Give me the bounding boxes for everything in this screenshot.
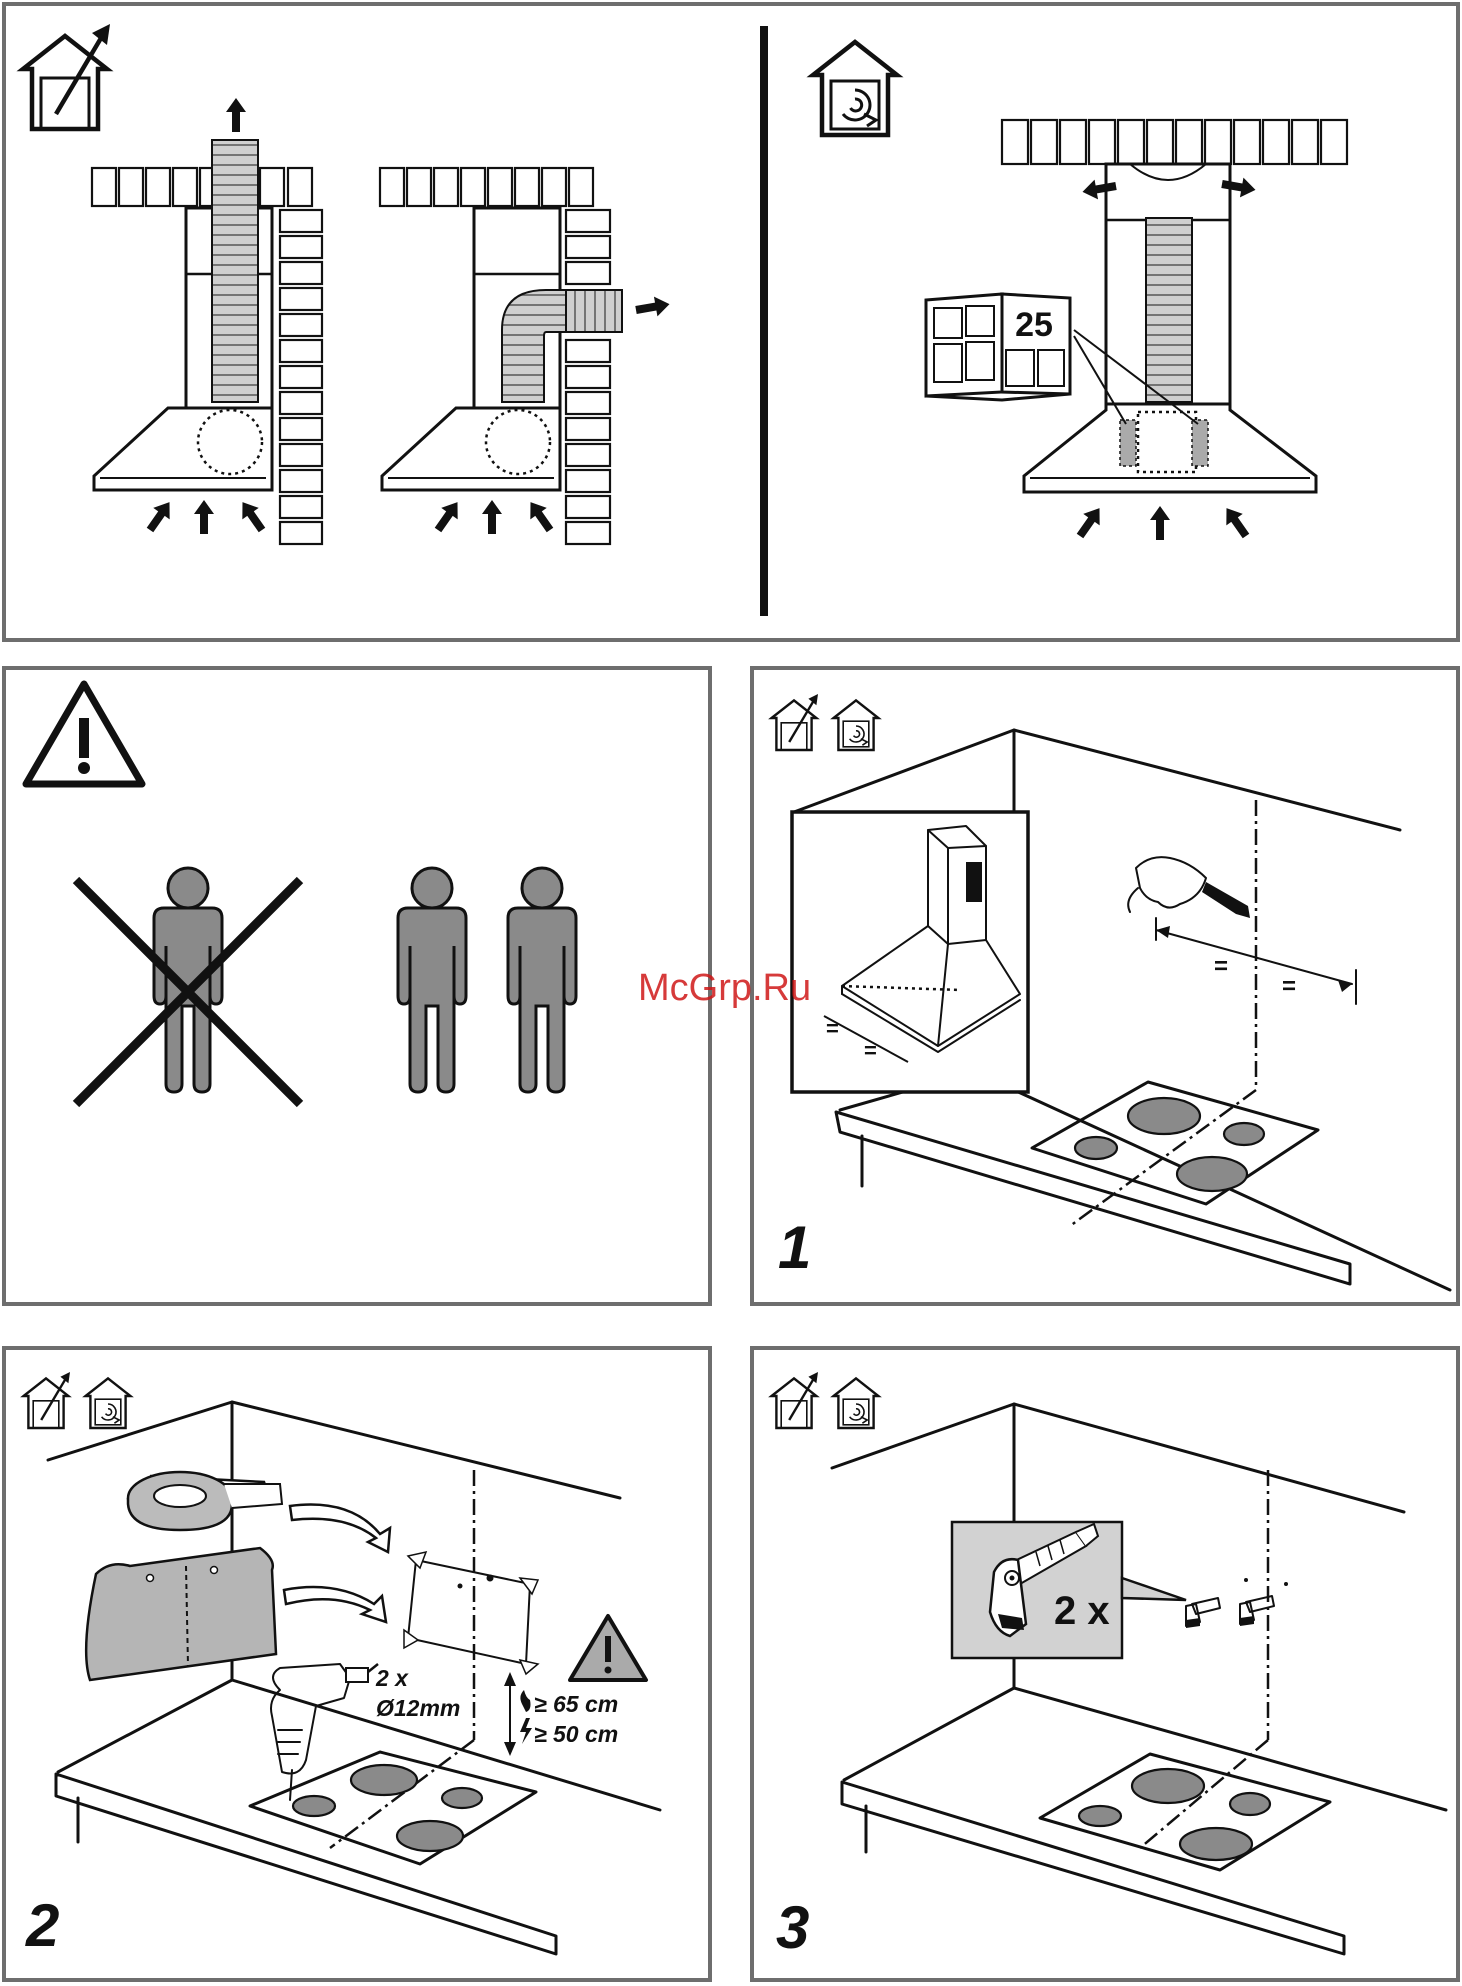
svg-text:=: = bbox=[1282, 973, 1296, 1000]
electric-clearance: ≥ 50 cm bbox=[534, 1721, 618, 1747]
fixing-count: 2 x bbox=[1054, 1589, 1110, 1633]
panel-step-2: 2 x Ø12mm ≥ 65 cm ≥ 50 cm 2 bbox=[4, 1348, 710, 1980]
page-reference: 25 bbox=[1015, 306, 1053, 344]
panel-installation-modes: 25 bbox=[4, 4, 1458, 640]
gas-clearance: ≥ 65 cm bbox=[534, 1691, 618, 1717]
panel-two-person-warning bbox=[4, 668, 710, 1304]
svg-text:=: = bbox=[826, 1016, 839, 1041]
step-number: 3 bbox=[776, 1894, 809, 1961]
step-number: 2 bbox=[25, 1892, 59, 1959]
drill-count: 2 x bbox=[375, 1665, 409, 1691]
drill-size: Ø12mm bbox=[376, 1695, 460, 1721]
watermark: McGrp.Ru bbox=[638, 967, 811, 1009]
svg-text:=: = bbox=[864, 1038, 877, 1063]
panel-step-3: 2 x 3 bbox=[752, 1348, 1458, 1980]
svg-text:=: = bbox=[1214, 953, 1228, 980]
step-number: 1 bbox=[778, 1214, 811, 1281]
panel-step-1: = = = = 1 bbox=[752, 668, 1458, 1304]
